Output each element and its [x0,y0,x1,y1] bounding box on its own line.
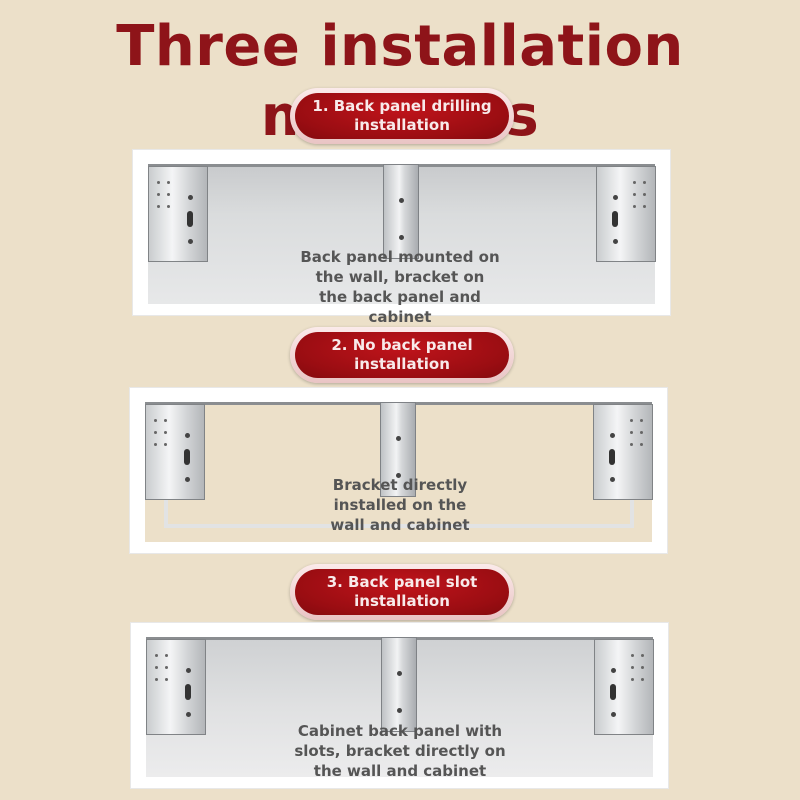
center-bracket-3 [381,637,417,732]
left-bracket-3 [146,639,206,735]
center-bracket-1 [383,164,419,259]
cabinet-2 [130,388,667,553]
right-bracket-1 [596,166,656,262]
left-bracket-1 [148,166,208,262]
center-bracket-2 [380,402,416,497]
method-1-badge: 1. Back panel drilling installation [290,88,514,144]
method-1-caption: Back panel mounted on the wall, bracket … [300,248,500,326]
method-3-badge: 3. Back panel slot installation [290,564,514,620]
method-3-caption: Cabinet back panel with slots, bracket d… [294,722,506,780]
cabinet-1 [133,150,670,315]
method-1-label: 1. Back panel drilling installation [295,93,509,139]
method-2-label: 2. No back panel installation [295,332,509,378]
left-bracket-2 [145,404,205,500]
method-3-label: 3. Back panel slot installation [295,569,509,615]
right-bracket-3 [594,639,654,735]
right-bracket-2 [593,404,653,500]
method-2-badge: 2. No back panel installation [290,327,514,383]
method-2-caption: Bracket directly installed on the wall a… [330,476,470,534]
cabinet-3 [131,623,668,788]
